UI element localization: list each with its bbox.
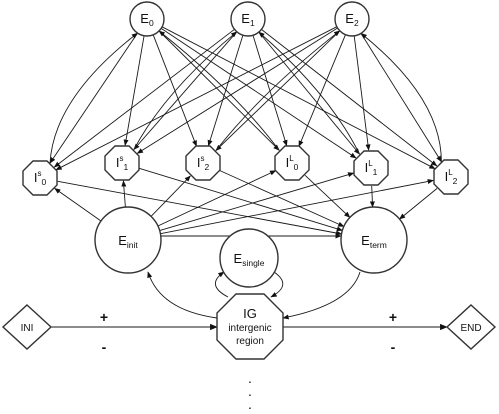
right-plus-label: + [389, 309, 397, 325]
il2-octagon [433, 159, 469, 195]
edge-e2-to-il0 [298, 34, 346, 147]
edge-einit-to-is1 [121, 180, 127, 208]
edge-e0-to-is1 [123, 35, 145, 146]
node-il0: IL0 [274, 145, 310, 181]
edge-ig-to-einit [147, 271, 218, 319]
ini-diamond [1, 304, 53, 350]
node-e0: E0 [129, 1, 165, 37]
edge-einit-to-is2 [150, 175, 191, 217]
continuation-dot-1: . [248, 370, 252, 386]
node-is1: Is1 [104, 145, 140, 181]
ig-intergenic-label: intergenic [228, 323, 271, 334]
edge-is0-to-e0 [49, 32, 138, 164]
edge-il1-to-e1 [258, 31, 360, 155]
edge-esingle-to-ig [270, 271, 284, 298]
edge-e0-to-is0 [49, 32, 138, 164]
il0-octagon [274, 145, 310, 181]
ig-octagon [216, 293, 284, 360]
edge-e0-to-il2 [161, 26, 436, 170]
edge-e2-to-il1 [353, 35, 371, 151]
edges-layer [49, 26, 448, 331]
continuation-dot-2: . [248, 383, 252, 399]
edge-e2-to-is1 [136, 27, 338, 154]
il0-label: IL0 [286, 154, 299, 172]
edge-e0-to-il0 [158, 30, 280, 151]
edge-e0-to-il1 [160, 28, 357, 159]
einit-label: Einit [118, 233, 138, 250]
node-eterm: Eterm [340, 206, 408, 274]
il1-octagon [353, 150, 389, 186]
end-diamond [445, 304, 497, 350]
il1-label: IL1 [365, 159, 378, 177]
is0-octagon [22, 160, 58, 196]
eterm-label: Eterm [361, 233, 387, 250]
node-ig: IG intergenic region [216, 293, 284, 360]
edge-einit-to-is0 [54, 188, 102, 222]
edge-il0-to-e0 [158, 30, 280, 151]
continuation-dot-3: . [248, 396, 252, 412]
edge-e2-to-il2 [360, 33, 442, 163]
node-esingle: Esingle [219, 228, 279, 288]
edge-il2-to-eterm [399, 188, 438, 220]
ig-label: IG [243, 306, 257, 321]
node-einit: Einit [94, 206, 162, 274]
is1-octagon [104, 145, 140, 181]
edge-eterm-to-ig [282, 271, 361, 320]
edge-il2-to-e2 [360, 33, 442, 162]
is2-octagon [185, 145, 221, 181]
left-plus-label: + [100, 309, 108, 325]
node-e2: E2 [334, 1, 370, 37]
edge-einit-to-il0 [157, 170, 277, 227]
node-ini: INI [1, 304, 53, 350]
e0-circle [129, 1, 165, 37]
edge-is1-to-e1 [133, 31, 238, 150]
edge-e1-to-il2 [261, 29, 438, 167]
edge-e1-to-is1 [133, 31, 238, 150]
esingle-label: Esingle [234, 251, 265, 268]
edge-e1-to-is0 [53, 28, 235, 168]
ig-region-label: region [236, 336, 264, 347]
edge-e2-to-is2 [215, 30, 341, 151]
edge-is2-to-eterm [219, 169, 345, 227]
eterm-circle [340, 206, 408, 274]
right-minus-label: - [391, 339, 396, 355]
edge-e0-to-is2 [152, 34, 197, 147]
end-label: END [460, 323, 481, 334]
node-il1: IL1 [353, 150, 389, 186]
is0-label: Is0 [34, 169, 47, 187]
edge-is2-to-e2 [215, 30, 341, 151]
einit-circle [94, 206, 162, 274]
edge-einit-to-il1 [159, 172, 355, 232]
node-end: END [445, 304, 497, 350]
edge-e1-to-is2 [207, 35, 244, 147]
e0-label: E0 [140, 11, 154, 28]
ini-label: INI [21, 323, 34, 334]
e2-circle [334, 1, 370, 37]
edge-il0-to-eterm [304, 174, 351, 218]
edge-e2-to-is0 [55, 26, 338, 171]
is1-label: Is1 [116, 154, 129, 172]
edge-einit-to-il2 [160, 179, 434, 235]
edge-ig-to-esingle [215, 271, 229, 298]
e1-circle [230, 1, 266, 37]
edge-is0-to-eterm [57, 180, 343, 236]
esingle-circle [219, 228, 279, 288]
node-e1: E1 [230, 1, 266, 37]
node-is0: Is0 [22, 160, 58, 196]
node-is2: Is2 [185, 145, 221, 181]
edge-il1-to-eterm [369, 185, 375, 208]
is2-label: Is2 [197, 154, 210, 172]
left-minus-label: - [102, 339, 107, 355]
node-il2: IL2 [433, 159, 469, 195]
edge-e1-to-il1 [258, 31, 360, 155]
e2-label: E2 [345, 11, 359, 28]
il2-label: IL2 [445, 168, 458, 186]
e1-label: E1 [241, 11, 255, 28]
edge-is1-to-eterm [139, 167, 344, 232]
